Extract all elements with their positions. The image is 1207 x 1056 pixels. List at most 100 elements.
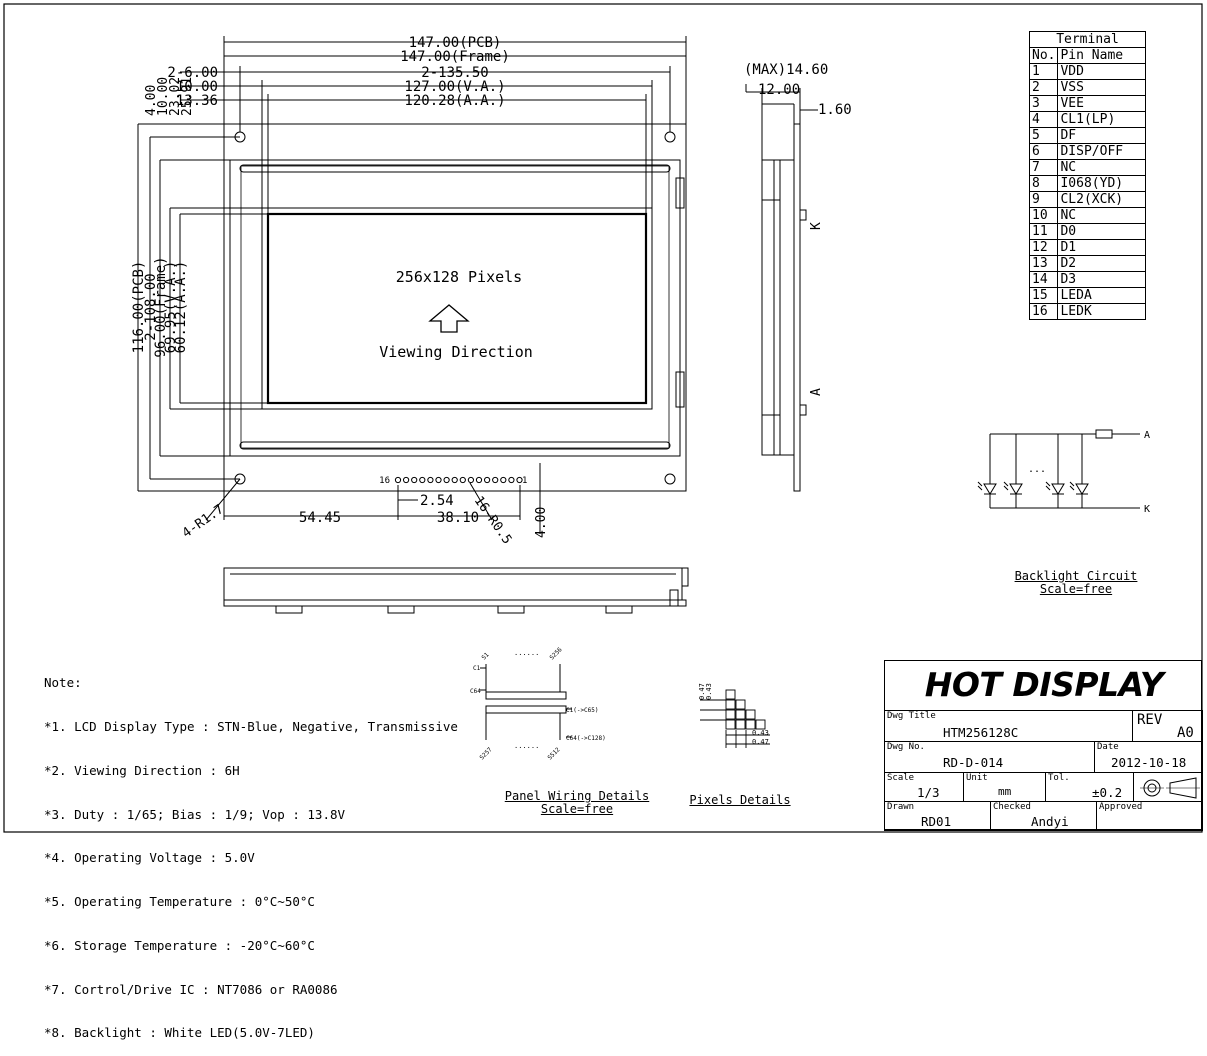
checked-label: Checked [993,802,1031,812]
pin-pad [475,476,483,484]
pin-name: VSS [1057,79,1146,96]
pin-name: CL2(XCK) [1057,191,1146,208]
top-slot [239,164,671,173]
approved-cell: Approved [1096,801,1203,831]
dim-aa-offset: 13.36 [176,93,218,109]
pin-name: LEDA [1057,287,1146,304]
pin-number: 16 [1028,303,1059,320]
pin-pad [492,476,499,484]
backlight-labels: A K ... [1028,430,1150,515]
dim-aa-height: 60.12(A.A.) [173,261,189,354]
panel-wiring-labels: S1 S256 C1 C64 C1(->C65) C64(->C128) S25… [470,646,606,761]
pin-name: NC [1057,207,1146,224]
tol-label: Tol. [1048,773,1070,783]
backlight-a-label: A [1144,430,1150,441]
pin-name: DISP/OFF [1057,143,1146,160]
pixel-cell [755,719,766,730]
notes-block: Note: *1. LCD Display Type : STN-Blue, N… [44,647,458,1056]
dim-pin-pitch: 2.54 [420,493,454,509]
rev-value: A0 [1177,725,1194,741]
edge-frame [223,567,683,601]
pin-number: 1 [1028,63,1059,80]
dim-pcb-height: 116.00(PCB) [131,261,147,354]
wiring-c1-c65: C1(->C65) [566,707,599,714]
pixel-cell [745,719,756,730]
pin-1-label: 1 [522,476,527,486]
panel-wiring [480,664,572,740]
pin-name: D3 [1057,271,1146,288]
date-label: Date [1097,742,1119,752]
terminal-title: Terminal [1029,31,1146,48]
side-labels: (MAX)14.60 12.00 1.60 K A [744,62,852,396]
pin-name: NC [1057,159,1146,176]
pin-name: CL1(LP) [1057,111,1146,128]
backlight-scale: Scale=free [1039,582,1113,596]
terminal-header-no: No. [1028,47,1059,64]
pin-name: VEE [1057,95,1146,112]
dim-hole-offset: 2-6.00 [167,65,218,81]
panel-wiring-title: Panel Wiring Details [504,789,650,803]
dim-module-thickness: 12.00 [758,82,800,98]
backlight-caption: Backlight Circuit Scale=free [1010,570,1142,596]
rev-label: REV [1137,712,1163,728]
led-symbol [1069,434,1089,508]
pin-pad [419,476,426,484]
dim-side-4: 25.91 [180,77,195,116]
viewing-area [261,207,653,410]
dim-side-2: 10.00 [156,77,171,116]
dim-aa-width: 120.28(A.A.) [404,93,505,109]
pixel-cell [725,699,736,710]
pixel-cell [725,689,736,700]
terminal-header-pin: Pin Name [1057,47,1146,64]
drawing-sheet: 147.00(PCB) 147.00(Frame) 2-135.50 127.0… [3,3,1203,833]
note-line: *4. Operating Voltage : 5.0V [44,850,255,866]
bottom-slot [239,441,671,450]
note-line: *3. Duty : 1/65; Bias : 1/9; Vop : 13.8V [44,806,346,822]
pin-number: 9 [1028,191,1059,208]
led-array [977,434,1089,508]
title-block: HOT DISPLAY Dwg Title HTM256128C REV A0 … [884,660,1203,831]
pin-pad [500,476,507,484]
dim-va-width: 127.00(V.A.) [404,79,505,95]
pin-pad [394,476,402,484]
side-glass [779,159,795,456]
pin-number: 14 [1028,271,1059,288]
dim-frame-width: 147.00(Frame) [400,49,510,65]
tol-cell: Tol. ±0.2 [1045,772,1134,802]
pin-name: D1 [1057,239,1146,256]
pin-number: 11 [1028,223,1059,240]
pin-pad [443,476,450,484]
wiring-dots-top: ...... [514,649,539,657]
pin-pad [516,476,523,484]
dim-side-1: 4.00 [144,85,159,116]
unit-value: mm [998,785,1012,798]
side-bracket [675,177,685,209]
pin-pad [427,476,434,484]
tol-value: ±0.2 [1092,785,1123,800]
pixel-dim-1: 0.47 [698,683,706,700]
panel-wiring-scale: Scale=free [540,802,614,816]
backlight-title: Backlight Circuit [1014,569,1138,583]
wiring-s256: S256 [548,646,563,661]
pin-pad [467,476,474,484]
company-name: HOT DISPLAY [924,665,1164,704]
rev-cell: REV A0 [1132,710,1203,742]
dim-va-height: 69.95(V.A.) [163,261,179,354]
scale-value: 1/3 [917,785,940,800]
pixel-cell [735,699,746,710]
led-symbol [977,434,997,508]
projection-symbol [1133,772,1203,802]
frame-inner [240,165,670,449]
viewing-direction-arrow [428,304,470,333]
pin-number: 3 [1028,95,1059,112]
pixel-grid [725,689,766,730]
dim-hole-spacing: 2-135.50 [421,65,488,81]
backlight-k-label: K [1144,504,1150,515]
